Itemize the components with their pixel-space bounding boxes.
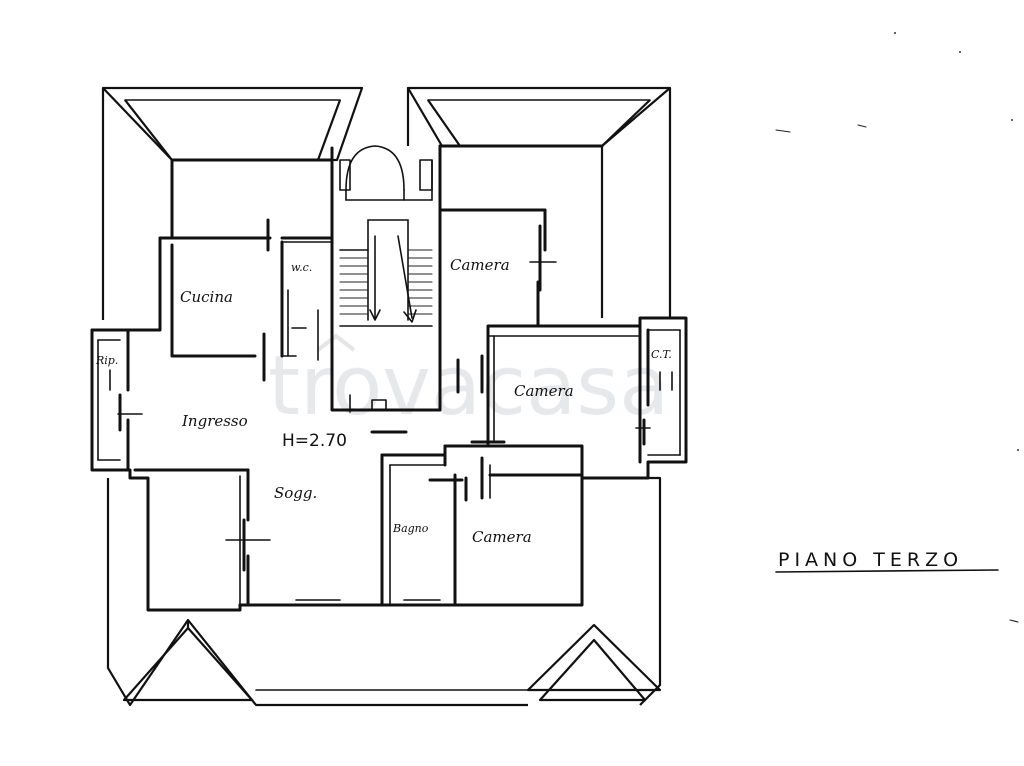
room-label-camera-top: Camera (450, 256, 510, 274)
room-label-ripostiglio: Rip. (95, 354, 118, 367)
room-label-ingresso: Ingresso (181, 412, 248, 430)
room-label-ct: C.T. (651, 348, 672, 361)
roof-bottom (106, 476, 662, 707)
room-label-soggiorno: Sogg. (274, 484, 317, 502)
plan-title-underline (775, 569, 999, 573)
outer-walls (90, 144, 688, 612)
room-label-camera-bottom: Camera (472, 528, 532, 546)
interior-walls (90, 236, 681, 607)
watermark-text: trovacasa (268, 339, 669, 434)
scan-specks (775, 32, 1019, 623)
roof-top-right (406, 86, 672, 318)
plan-title: PIANO TERZO (778, 549, 963, 571)
room-label-cucina: Cucina (180, 288, 233, 306)
room-label-bagno: Bagno (392, 522, 429, 535)
door-marks (109, 218, 673, 572)
room-label-camera-right: Camera (514, 382, 574, 400)
roof-top-left (101, 86, 364, 320)
room-label-wc: w.c. (291, 261, 312, 274)
watermark-house-icon (316, 333, 356, 352)
ceiling-height-note: H=2.70 (282, 431, 347, 451)
